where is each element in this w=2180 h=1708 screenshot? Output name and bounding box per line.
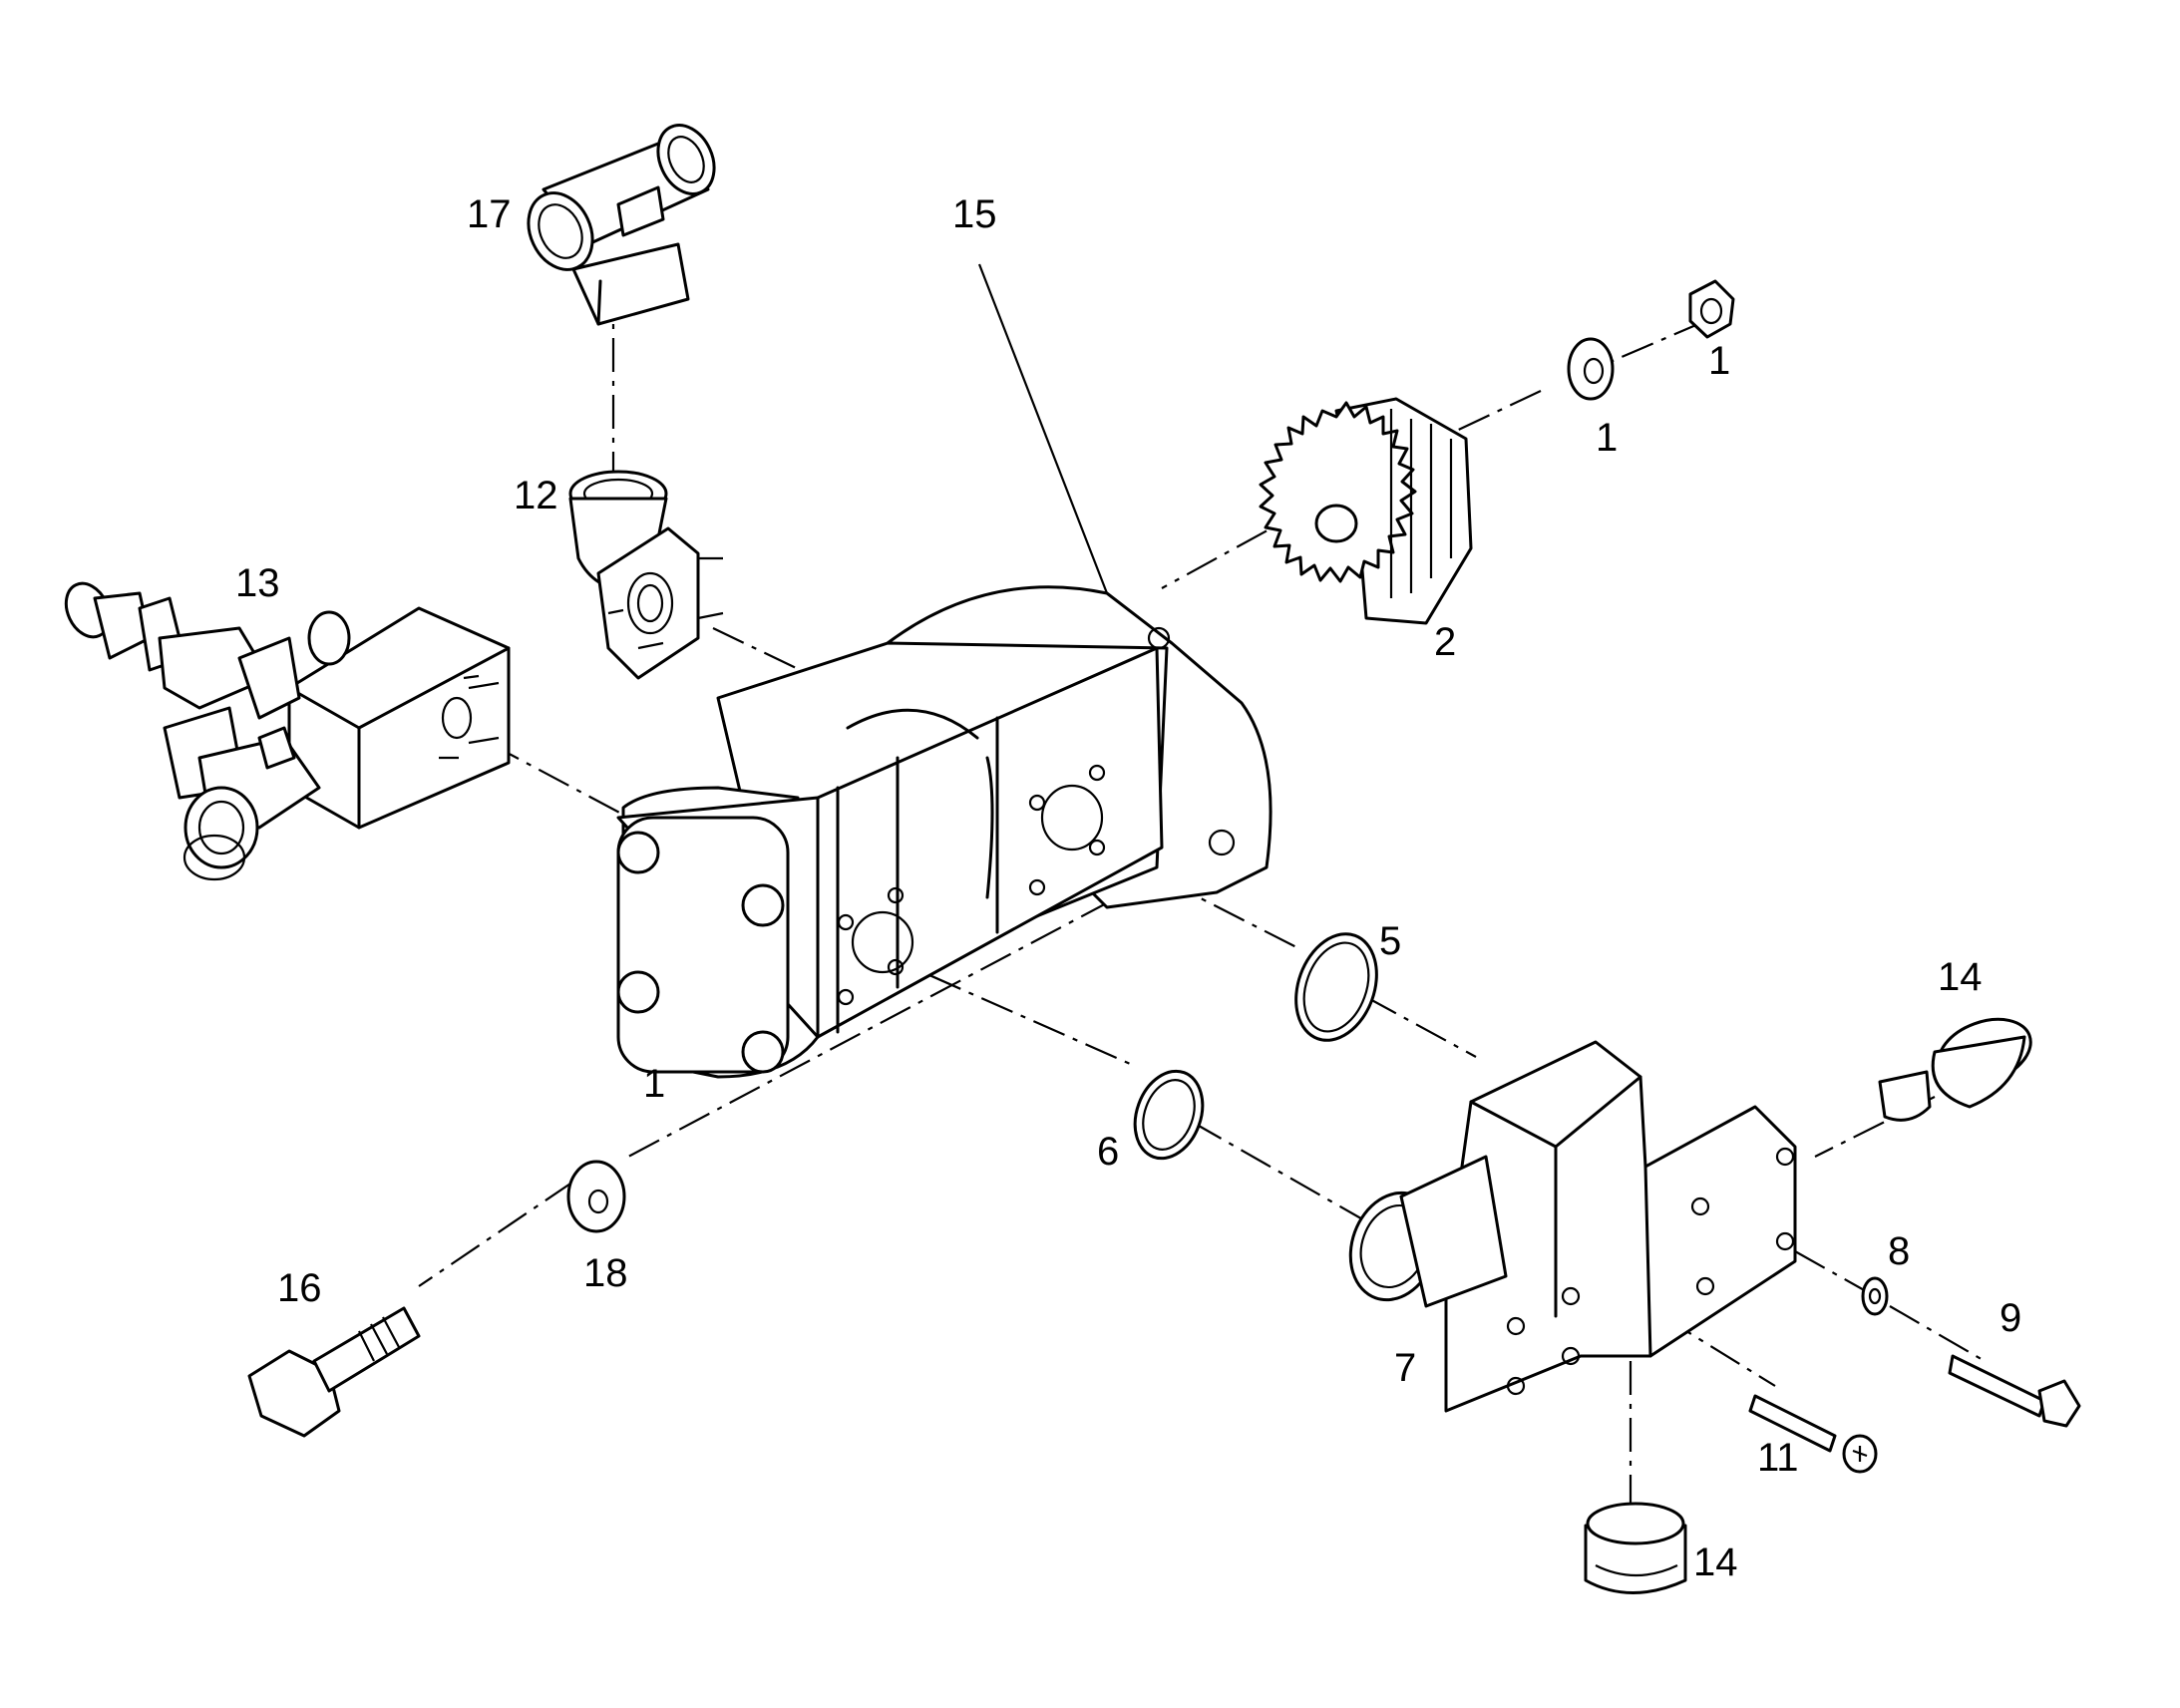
callout-labels: 1 1 1 2 5 6 7 8 9 11 12 13 14 14 15 16 1… [235,192,2021,1584]
gear-2 [1259,397,1473,625]
plug-14-bottom [1584,1502,1687,1594]
tee-fitting-17 [527,124,716,326]
callout-18: 18 [583,1251,628,1295]
callout-7: 7 [1394,1346,1416,1390]
callout-1-nut: 1 [1708,339,1730,383]
callout-8: 8 [1888,1229,1910,1273]
callout-12: 12 [514,474,558,517]
callout-11: 11 [1757,1436,1799,1480]
callout-14-bottom: 14 [1693,1540,1738,1584]
callout-16: 16 [277,1266,322,1310]
gear-pump-15 [616,585,1272,1079]
plug-14-top [1878,1017,2032,1122]
callout-6: 6 [1097,1130,1119,1174]
elbow-fitting-12 [568,470,724,680]
washer-18 [566,1160,626,1233]
callout-15: 15 [952,192,997,236]
screw-9 [1948,1354,2081,1428]
callout-1-washer: 1 [1596,416,1618,460]
callout-14-top: 14 [1938,955,1983,999]
o-ring-5 [1294,932,1378,1042]
washer-1 [1567,337,1615,401]
callout-17: 17 [467,192,512,236]
callout-5: 5 [1379,919,1401,963]
o-ring-6 [1133,1069,1205,1161]
washer-8 [1861,1276,1889,1316]
callout-2: 2 [1434,620,1456,664]
nut-1 [1688,279,1735,339]
leader-line-15 [977,263,1109,594]
callout-1-pump: 1 [643,1062,665,1106]
screw-11 [1748,1394,1878,1474]
cover-block-7 [1348,1040,1797,1413]
bolt-16 [247,1306,421,1438]
valve-block-13 [64,581,511,881]
callout-9: 9 [1999,1296,2021,1340]
callout-13: 13 [235,561,280,605]
